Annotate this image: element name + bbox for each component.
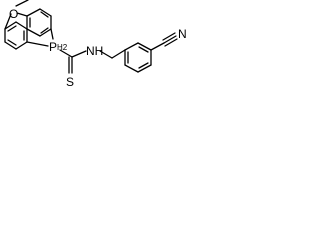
sulfur-atom-label: S (66, 75, 74, 89)
thioamide-group (59, 49, 87, 74)
upper-right-benzene-ring (15, 0, 29, 7)
nitrile-group (150, 32, 178, 51)
oxygen-atom-label: O (9, 7, 18, 21)
amine-atom-label: NH (86, 44, 103, 58)
upper-benzene-ring (26, 8, 52, 37)
cyanophenyl-ring (124, 42, 152, 73)
methylene-linker (99, 49, 126, 59)
phosphorus-atom-label: P (49, 40, 57, 54)
phosphorus-hydrogen-label: H2 (57, 43, 68, 52)
lower-benzene-ring (4, 21, 28, 50)
central-ring-bonds (4, 12, 54, 47)
nitrile-nitrogen-label: N (178, 27, 187, 41)
chemical-structure-diagram: O P H2 S NH N (4, 0, 187, 89)
